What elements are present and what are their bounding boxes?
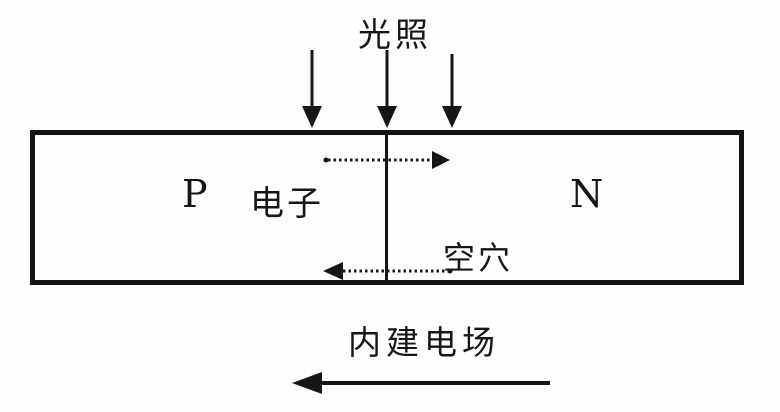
light-ray-arrow-icon [377, 50, 397, 128]
light-rays [302, 50, 462, 128]
electron-drift-arrow-icon [323, 151, 450, 169]
electron-label: 电子 [250, 184, 324, 224]
built-in-field-label: 内建电场 [348, 323, 500, 362]
built-in-field-arrow-icon [292, 372, 550, 394]
pn-junction-line [385, 132, 388, 283]
light-ray-arrow-icon [442, 54, 462, 128]
p-region-label: P [182, 172, 208, 216]
hole-label: 空穴 [443, 239, 514, 277]
light-ray-arrow-icon [302, 50, 322, 128]
n-region-label: N [570, 172, 604, 216]
light-label: 光照 [358, 15, 432, 54]
hole-drift-arrow-icon [323, 262, 453, 280]
